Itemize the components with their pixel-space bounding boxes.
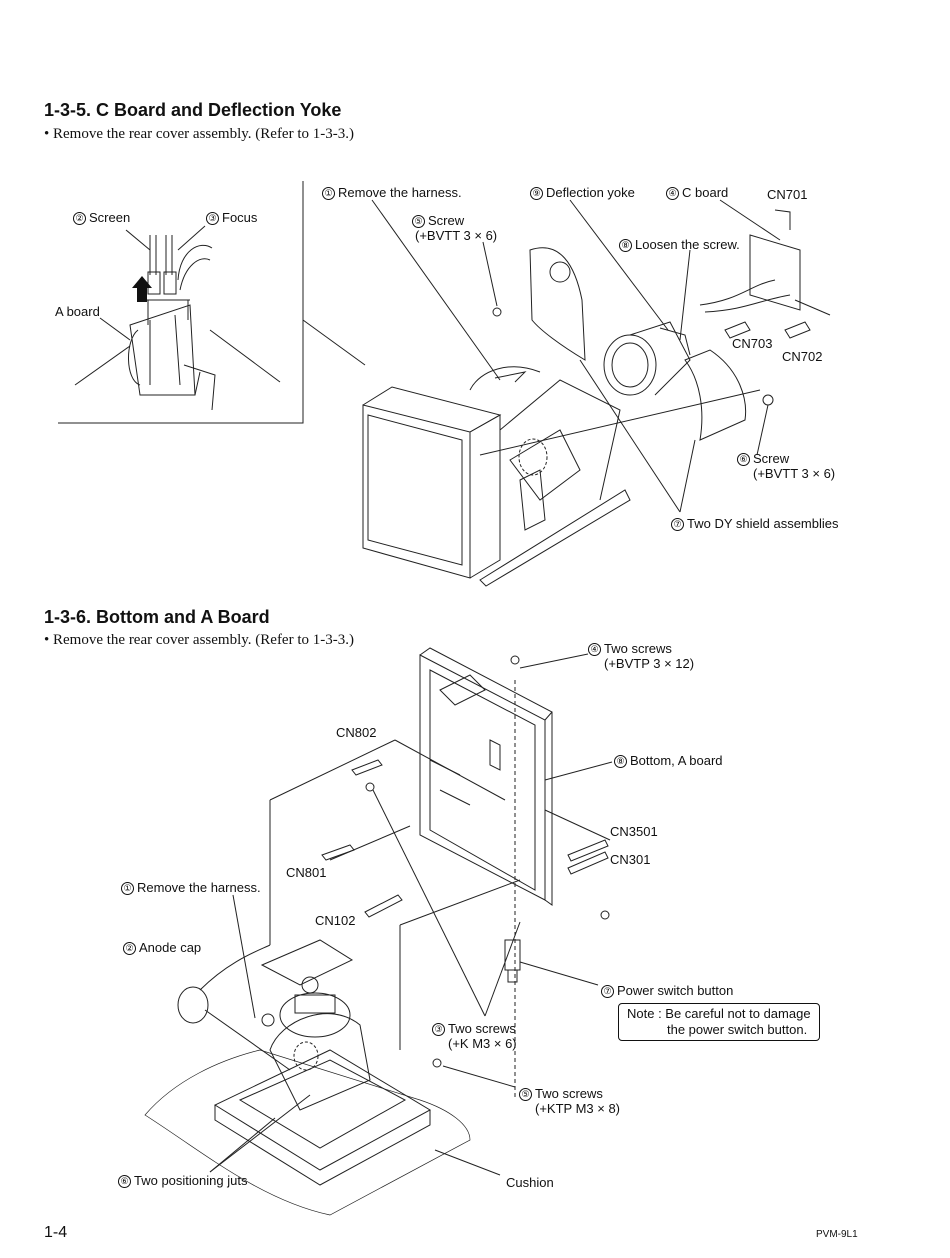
section-title-bottom-a-board: 1-3-6. Bottom and A Board <box>44 607 270 627</box>
page-number: 1-4 <box>44 1224 68 1241</box>
section-title-c-board: 1-3-5. C Board and Deflection Yoke <box>44 100 342 120</box>
connector-cn701: CN701 <box>767 187 808 202</box>
connector-cn703: CN703 <box>732 336 773 351</box>
label-cushion: Cushion <box>506 1175 554 1190</box>
connector-cn3501: CN3501 <box>610 824 658 839</box>
inset-frame <box>58 181 304 424</box>
section-instruction: • Remove the rear cover assembly. (Refer… <box>44 632 354 648</box>
connector-cn702: CN702 <box>782 349 823 364</box>
connector-cn301: CN301 <box>610 852 651 867</box>
connector-cn802: CN802 <box>336 725 377 740</box>
inset-label-a-board: A board <box>55 304 100 319</box>
model-number: PVM-9L1 <box>816 1229 858 1240</box>
section-instruction: • Remove the rear cover assembly. (Refer… <box>44 126 354 142</box>
up-arrow-icon <box>132 276 152 302</box>
connector-cn102: CN102 <box>315 913 356 928</box>
connector-cn801: CN801 <box>286 865 327 880</box>
